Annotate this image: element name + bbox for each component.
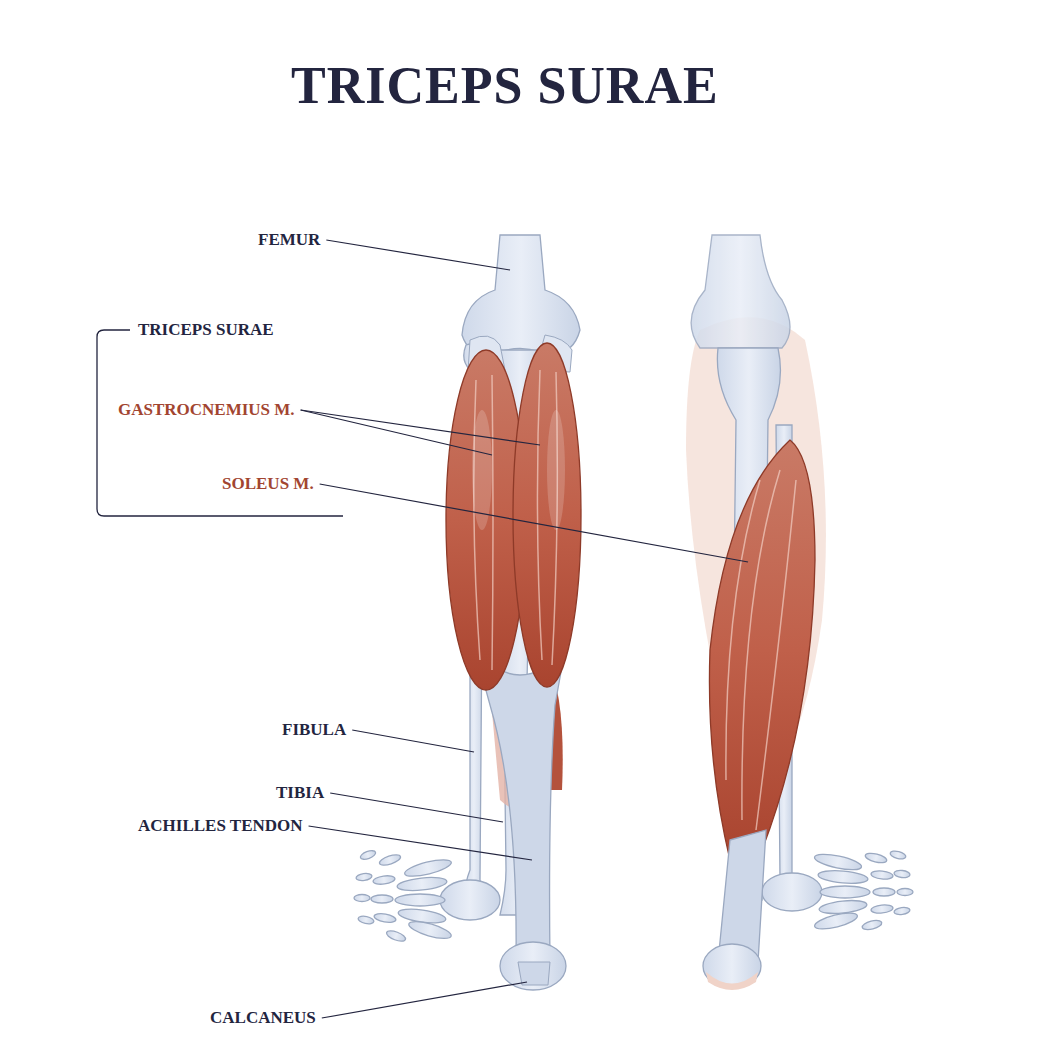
gastrocnemius-heads bbox=[446, 335, 581, 690]
leader-line bbox=[309, 826, 532, 860]
tendon-insertion bbox=[518, 962, 550, 985]
part-label: FEMUR bbox=[258, 230, 320, 250]
soleus-muscle bbox=[709, 440, 815, 860]
calcaneus-bone bbox=[500, 942, 566, 990]
leader-line bbox=[301, 410, 540, 445]
heel-pad bbox=[706, 972, 758, 990]
part-label: TIBIA bbox=[276, 783, 324, 803]
soleus-fibres bbox=[726, 470, 796, 830]
diagram-title: TRICEPS SURAE bbox=[291, 56, 719, 116]
leader-line bbox=[322, 982, 527, 1018]
leader-line bbox=[301, 410, 492, 455]
part-label: GASTROCNEMIUS M. bbox=[118, 400, 295, 420]
leader-line bbox=[330, 793, 503, 822]
leader-line bbox=[326, 240, 510, 270]
achilles-tendon bbox=[475, 650, 565, 962]
leader-line bbox=[320, 484, 748, 562]
part-label: FIBULA bbox=[282, 720, 346, 740]
part-label: TRICEPS SURAE bbox=[138, 320, 274, 340]
group-bracket bbox=[97, 330, 343, 516]
part-label: CALCANEUS bbox=[210, 1008, 316, 1028]
right-achilles-tendon bbox=[718, 830, 766, 962]
right-leg-bones bbox=[691, 235, 913, 932]
part-label: SOLEUS M. bbox=[222, 474, 314, 494]
leader-line bbox=[352, 730, 474, 752]
part-label: ACHILLES TENDON bbox=[138, 816, 303, 836]
